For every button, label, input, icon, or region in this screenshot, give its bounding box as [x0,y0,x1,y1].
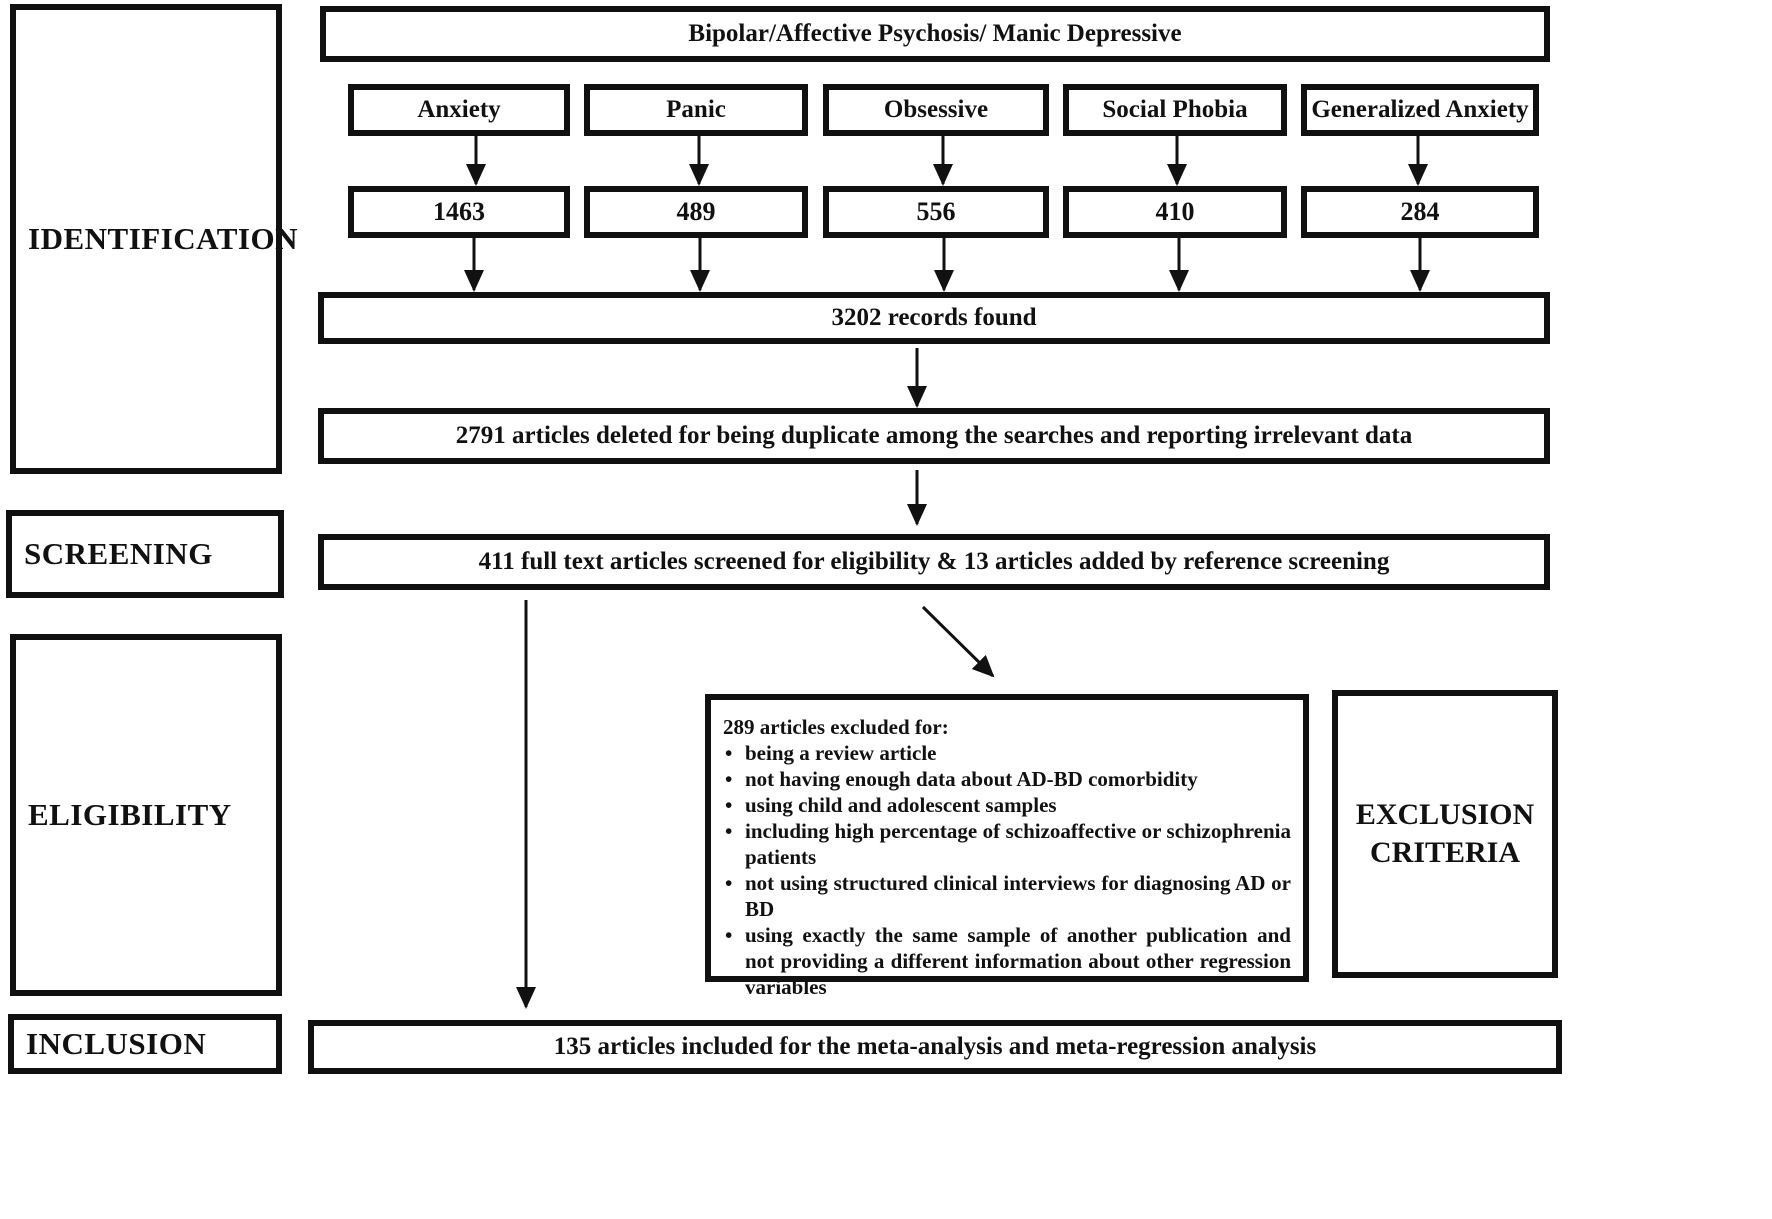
search-term-label: Anxiety [417,96,501,123]
exclusion-reason: using child and adolescent samples [723,792,1291,818]
search-header-text: Bipolar/Affective Psychosis/ Manic Depre… [688,20,1182,47]
exclusion-criteria-line2: CRITERIA [1369,836,1521,869]
search-count-box: 489 [584,186,808,238]
stage-identification: IDENTIFICATION [10,4,297,474]
stage-inclusion-label: INCLUSION [26,1026,207,1061]
screened-articles-box: 411 full text articles screened for elig… [318,534,1550,590]
search-count-box: 410 [1063,186,1287,238]
search-term-box: Obsessive [823,84,1049,136]
search-term-label: Generalized Anxiety [1311,96,1529,123]
search-count-box: 556 [823,186,1049,238]
search-term-box: Anxiety [348,84,570,136]
search-term-box: Social Phobia [1063,84,1287,136]
exclusion-reason: using exactly the same sample of another… [723,922,1291,1000]
search-count-value: 284 [1400,197,1440,226]
search-header-box: Bipolar/Affective Psychosis/ Manic Depre… [320,6,1550,62]
excluded-articles-box: 289 articles excluded for: being a revie… [705,694,1309,999]
stage-identification-label: IDENTIFICATION [28,221,298,256]
exclusion-reason: not using structured clinical interviews… [723,870,1291,922]
stage-screening: SCREENING [6,510,284,598]
exclusion-reason: not having enough data about AD-BD comor… [723,766,1291,792]
stage-eligibility: ELIGIBILITY [10,634,282,996]
search-term-label: Social Phobia [1102,96,1248,123]
screened-articles-text: 411 full text articles screened for elig… [478,548,1390,575]
stage-screening-label: SCREENING [24,536,213,571]
search-count-value: 489 [676,197,716,226]
records-found-box: 3202 records found [318,292,1550,344]
exclusion-criteria-line1: EXCLUSION [1355,798,1535,831]
stage-eligibility-label: ELIGIBILITY [28,797,232,832]
search-count-value: 556 [916,197,956,226]
stage-inclusion: INCLUSION [8,1014,282,1074]
exclusion-reasons-list: being a review article not having enough… [723,740,1291,1000]
search-term-box: Panic [584,84,808,136]
search-count-box: 284 [1301,186,1539,238]
search-term-label: Panic [666,96,726,123]
search-term-label: Obsessive [883,96,989,123]
search-count-value: 1463 [433,197,485,226]
exclusion-reason: being a review article [723,740,1291,766]
deleted-articles-box: 2791 articles deleted for being duplicat… [318,408,1550,464]
arrow-screened-to-excluded [921,605,995,678]
excluded-heading: 289 articles excluded for: [723,715,949,739]
included-articles-box: 135 articles included for the meta-analy… [308,1020,1562,1074]
deleted-articles-text: 2791 articles deleted for being duplicat… [455,422,1413,449]
records-found-text: 3202 records found [831,304,1037,331]
search-count-box: 1463 [348,186,570,238]
search-term-box: Generalized Anxiety [1301,84,1539,136]
exclusion-reason: including high percentage of schizoaffec… [723,818,1291,870]
exclusion-criteria-box: EXCLUSION CRITERIA [1332,690,1558,978]
search-count-value: 410 [1155,197,1195,226]
included-articles-text: 135 articles included for the meta-analy… [553,1033,1317,1060]
